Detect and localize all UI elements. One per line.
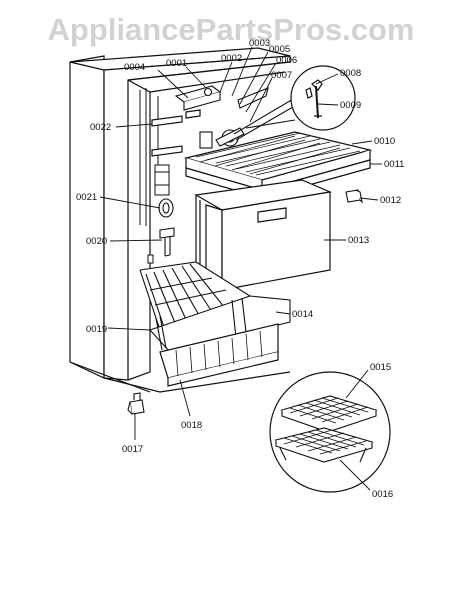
thermostat-assembly	[174, 85, 269, 149]
label-0019: 0019	[86, 324, 107, 335]
label-0006: 0006	[276, 55, 297, 66]
label-0002: 0002	[221, 53, 242, 64]
label-0017: 0017	[122, 444, 143, 455]
label-0010: 0010	[374, 136, 395, 147]
rack-detail-lower-grid	[283, 429, 367, 455]
back-wall-ribs	[139, 88, 170, 264]
cabinet	[69, 47, 291, 393]
shelf-wire-grid	[195, 132, 361, 176]
label-0018: 0018	[181, 420, 202, 431]
label-0022: 0022	[90, 122, 111, 133]
zoom-detail-circle	[290, 65, 356, 131]
label-0005: 0005	[269, 44, 290, 55]
part-0022-rails	[151, 109, 201, 157]
label-0011: 0011	[384, 159, 404, 170]
label-0007: 0007	[271, 70, 292, 81]
label-0009: 0009	[340, 100, 361, 111]
label-0012: 0012	[380, 195, 401, 206]
label-0013: 0013	[348, 235, 369, 246]
crisper-drawer	[194, 179, 333, 292]
label-0004: 0004	[124, 62, 145, 73]
part-0020-bolt	[159, 227, 175, 257]
rack-detail-upper-grid	[289, 397, 369, 424]
leveling-foot	[127, 392, 145, 415]
label-0014: 0014	[292, 309, 313, 320]
label-0003: 0003	[249, 38, 270, 49]
part-labels: 0004 0001 0002 0003 0005 0006 0007 0008 …	[76, 38, 404, 500]
bottom-drawer-ribs	[175, 330, 263, 377]
watermark-text: AppliancePartsPros.com	[48, 12, 415, 47]
label-0016: 0016	[372, 489, 393, 500]
label-0001: 0001	[166, 58, 187, 69]
label-0020: 0020	[86, 236, 107, 247]
part-0012	[345, 189, 363, 204]
part-0021	[158, 198, 174, 218]
crisper-cover	[149, 295, 291, 353]
label-0015: 0015	[370, 362, 391, 373]
label-0021: 0021	[76, 192, 97, 203]
label-0008: 0008	[340, 68, 361, 79]
leader-lines	[99, 46, 382, 491]
